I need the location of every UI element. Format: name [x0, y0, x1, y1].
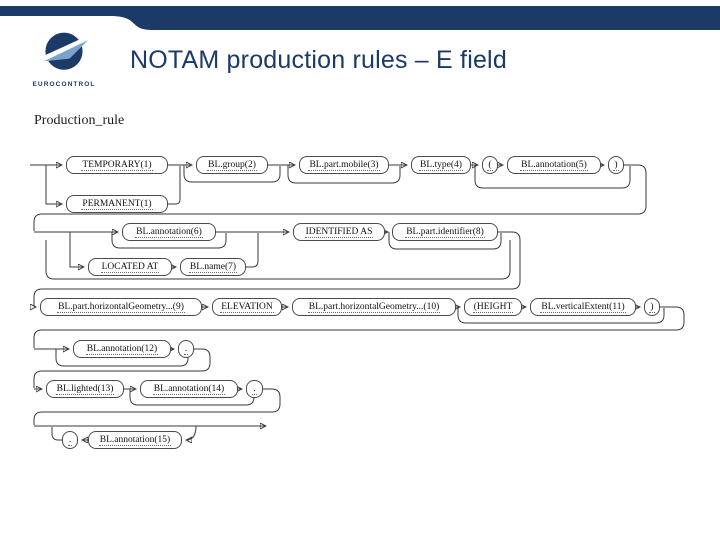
- diagram-node-box: BL.annotation(12): [73, 340, 171, 358]
- diagram-node-label: LOCATED AT: [100, 261, 160, 273]
- diagram-node-label: BL.annotation(5): [520, 159, 588, 171]
- diagram-node-box: BL.annotation(14): [140, 380, 238, 398]
- diagram-node-box: BL.part.identifier(8): [392, 223, 498, 241]
- diagram-node-label: BL.annotation(6): [135, 226, 203, 238]
- diagram-node-box: BL.annotation(6): [122, 223, 216, 241]
- eurocontrol-logo: EUROCONTROL: [26, 28, 102, 88]
- header-bar: [0, 6, 720, 30]
- diagram-node-box: .: [246, 380, 263, 398]
- diagram-root-label: Production_rule: [34, 113, 125, 128]
- diagram-node-label: BL.group(2): [207, 159, 257, 171]
- diagram-node-label: BL.annotation(15): [98, 434, 172, 446]
- diagram-node-box: BL.annotation(5): [507, 156, 601, 174]
- diagram-node-label: BL.part.identifier(8): [405, 226, 485, 238]
- diagram-node-box: BL.part.horizontalGeometry...(10): [292, 298, 456, 316]
- diagram-node-box: TEMPORARY(1): [66, 156, 168, 174]
- diagram-node-box: BL.part.horizontalGeometry...(9): [40, 298, 202, 316]
- diagram-node-label: PERMANENT(1): [81, 198, 153, 210]
- diagram-node-label: .: [252, 383, 257, 395]
- diagram-node-label: .: [183, 343, 189, 355]
- diagram-node-box: (HEIGHT: [464, 298, 522, 316]
- eurocontrol-logo-label: EUROCONTROL: [32, 81, 96, 88]
- diagram-node-box: BL.type(4): [411, 156, 471, 174]
- diagram-node-label: ): [613, 159, 619, 171]
- diagram-node-box: BL.annotation(15): [88, 431, 182, 449]
- eurocontrol-logo-icon: [41, 32, 89, 70]
- diagram-node-label: BL.name(7): [188, 261, 238, 273]
- diagram-node-label: BL.part.horizontalGeometry...(10): [307, 301, 441, 313]
- diagram-node-label: TEMPORARY(1): [81, 159, 153, 171]
- diagram-node-box: BL.name(7): [180, 258, 246, 276]
- diagram-node-box: (: [482, 156, 498, 174]
- diagram-node-label: BL.lighted(13): [55, 383, 115, 395]
- diagram-node-box: IDENTIFIED AS: [293, 223, 385, 241]
- diagram-node-box: BL.part.mobile(3): [299, 156, 389, 174]
- diagram-node-label: .: [67, 434, 73, 446]
- diagram-node-label: ): [649, 301, 655, 313]
- diagram-node-label: BL.type(4): [419, 159, 463, 171]
- diagram-node-label: BL.verticalExtent(11): [540, 301, 626, 313]
- diagram-node-label: ELEVATION: [220, 301, 274, 313]
- diagram-node-box: .: [178, 340, 194, 358]
- page-title: NOTAM production rules – E field: [130, 46, 507, 74]
- diagram-node-label: (: [487, 159, 493, 171]
- diagram-node-label: BL.annotation(12): [85, 343, 159, 355]
- diagram-node-box: BL.verticalExtent(11): [530, 298, 636, 316]
- diagram-node-box: .: [62, 431, 78, 449]
- diagram-node-box: ): [644, 298, 660, 316]
- diagram-node-box: ELEVATION: [212, 298, 282, 316]
- diagram-node-box: LOCATED AT: [88, 258, 172, 276]
- diagram-node-box: PERMANENT(1): [66, 195, 168, 213]
- diagram-node-box: BL.lighted(13): [46, 380, 124, 398]
- diagram-node-label: BL.part.horizontalGeometry...(9): [57, 301, 185, 313]
- diagram-node-label: BL.part.mobile(3): [308, 159, 380, 171]
- diagram-node-label: IDENTIFIED AS: [304, 226, 374, 238]
- diagram-node-box: BL.group(2): [196, 156, 268, 174]
- diagram-node-box: ): [608, 156, 624, 174]
- diagram-node-label: BL.annotation(14): [152, 383, 226, 395]
- diagram-node-label: (HEIGHT: [472, 301, 514, 313]
